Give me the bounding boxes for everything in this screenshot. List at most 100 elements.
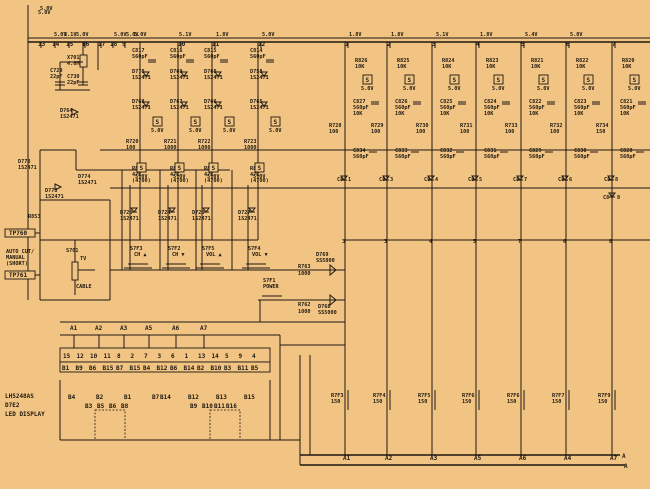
pin-number-14: 14 [52, 41, 60, 48]
d768-label: D768 [318, 304, 331, 310]
s7f1-function: POWER [263, 284, 279, 290]
right-diode-8 [608, 192, 616, 198]
cap-label: C814 [250, 48, 263, 54]
led-pin: 1 [185, 353, 189, 360]
resistor-value: 47K [132, 172, 142, 178]
diode-label: D724 [158, 210, 171, 216]
led-pin: 7 [144, 353, 148, 360]
diode-type: 1S2471 [132, 75, 151, 81]
led-seg: B1 [62, 365, 70, 372]
s-box-s: S [408, 77, 412, 84]
cap-value: 560pF [574, 105, 590, 111]
rail-a-label: A [624, 463, 628, 470]
tp760-label: TP760 [9, 230, 27, 237]
anode-label: A6 [172, 325, 180, 332]
resistor-value: 150 [331, 399, 340, 405]
node-label: 3 [384, 239, 387, 245]
right-diode [382, 175, 390, 181]
col-diode-3 [202, 207, 210, 213]
cap-number: 6 [569, 177, 572, 183]
led-seg: B15 [244, 394, 255, 401]
d769-label: D769 [316, 252, 329, 258]
diode-label: D765 [250, 99, 263, 105]
rail-voltage: 5.0V [262, 32, 275, 38]
crystal-x701: X701 4.0MHz C729 22pF C730 22pF D764 1S2… [50, 42, 99, 120]
s-box-v: 5.0V [537, 86, 550, 92]
led-seg: B15 [130, 365, 141, 372]
rail-voltage: 1.8V [480, 32, 493, 38]
diode-label: D760 [204, 69, 217, 75]
led-seg: B12 [157, 365, 168, 372]
led-pin: 4 [252, 353, 256, 360]
cap-value: 560pF [620, 154, 636, 160]
led-seg: B7 [116, 365, 124, 372]
led-part: LH5248AS [5, 393, 34, 400]
rail-voltage: 5.1V [179, 32, 192, 38]
anode-label: A5 [145, 325, 153, 332]
s-box-box [404, 74, 415, 85]
s-box-v: 5.0V [207, 174, 220, 180]
cap-label: C8 [424, 177, 430, 183]
pin-number-5: 5 [521, 41, 525, 48]
cap-value: 560pF [132, 54, 148, 60]
s-box-box [629, 74, 640, 85]
rail-voltage: 1.8V [391, 32, 404, 38]
power-section: R763 1000 D769 SS5000 S7F1 POWER R762 10… [60, 252, 345, 323]
resistor-value: 10K [576, 64, 586, 70]
led-seg: B10 [211, 365, 222, 372]
rail-voltage: 1.8V [349, 32, 362, 38]
cap-number: 7 [524, 177, 527, 183]
col-diode-2 [214, 101, 222, 107]
pin-number-12: 12 [258, 41, 266, 48]
cap-label: C821 [620, 99, 633, 105]
resistor-value: 47K [204, 172, 214, 178]
s-box-box [583, 74, 594, 85]
s-box-v: 5.0V [448, 86, 461, 92]
pin-number-9: 9 [122, 41, 126, 48]
d775-type: 1S2471 [45, 194, 64, 200]
resistor-label: R820 [622, 58, 635, 64]
voltage-label-2: 5.0V [40, 6, 53, 12]
led-seg: B14 [160, 394, 171, 401]
cap-number: 4 [435, 177, 438, 183]
s-box-box [190, 116, 201, 127]
cap-label: C833 [395, 148, 408, 154]
s-box-v: 5.0V [269, 128, 282, 134]
diode-label: D726 [192, 210, 205, 216]
cap-label: C824 [484, 99, 497, 105]
rail-voltage: 5.1V [436, 32, 449, 38]
anode-label: A3 [430, 455, 438, 462]
right-diode [561, 175, 569, 181]
diode-type: 1S2471 [204, 105, 223, 111]
cap-label: C822 [529, 99, 542, 105]
col-diode-1 [214, 71, 222, 77]
d769-type: SS5000 [316, 258, 335, 264]
d773-type: 1S2471 [18, 165, 37, 171]
node-label: 5 [473, 239, 476, 245]
node-label: 6 [563, 239, 566, 245]
c729-value: 22pF [50, 74, 63, 80]
s-box-box [362, 74, 373, 85]
cap-label: C834 [353, 148, 366, 154]
pin-number-17: 17 [98, 41, 106, 48]
cap-value: 560pF [529, 154, 545, 160]
led-pin: 3 [158, 353, 162, 360]
resistor-value: 47K [170, 172, 180, 178]
resistor-sub: (4700) [132, 178, 151, 184]
s-box-box [152, 116, 163, 127]
resistor-value: 1000 [164, 145, 177, 151]
resistor-label: R7F3 [331, 393, 344, 399]
s-box-box [208, 162, 219, 173]
switch-matrix: C817560pFD7701S2471D7681S2471S5.0VR72010… [100, 42, 300, 300]
cap-sub: 10K [353, 111, 363, 117]
s701-cable-label: CABLE [76, 284, 92, 290]
diode-label: D770 [132, 69, 145, 75]
rail-voltage: 5.0V [76, 32, 89, 38]
pin-number-10: 10 [178, 41, 186, 48]
cap-label: C827 [353, 99, 366, 105]
node-label: 3 [342, 239, 345, 245]
led-pin: 9 [239, 353, 243, 360]
r763-label: R763 [298, 264, 311, 270]
led-seg: B4 [143, 365, 151, 372]
